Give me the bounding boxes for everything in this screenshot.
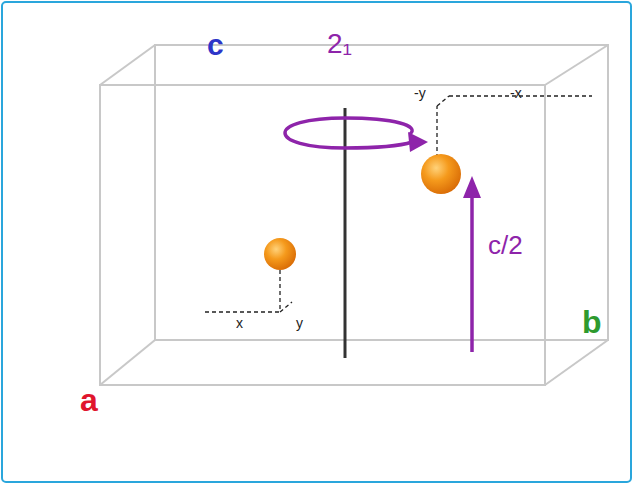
screw-axis bbox=[344, 108, 347, 358]
atom bbox=[264, 238, 296, 270]
coordinate-guides bbox=[205, 96, 592, 312]
coordinate-label: y bbox=[296, 316, 303, 330]
atom bbox=[421, 154, 461, 194]
rotation-arrow bbox=[285, 118, 412, 148]
symmetry-symbol: 2₁ bbox=[327, 30, 352, 58]
coordinate-label: x bbox=[236, 316, 243, 330]
unit-cell-box bbox=[100, 45, 608, 385]
axis-label: a bbox=[80, 384, 98, 416]
axis-label: b bbox=[582, 306, 602, 338]
coordinate-label: -x bbox=[510, 86, 522, 100]
axis-label: c bbox=[207, 30, 224, 60]
translation-label: c/2 bbox=[488, 232, 523, 258]
rotation-arrow-back bbox=[345, 118, 412, 134]
translation-arrow bbox=[470, 196, 474, 352]
coordinate-label: -y bbox=[414, 86, 426, 100]
translation-arrowhead bbox=[463, 176, 481, 198]
